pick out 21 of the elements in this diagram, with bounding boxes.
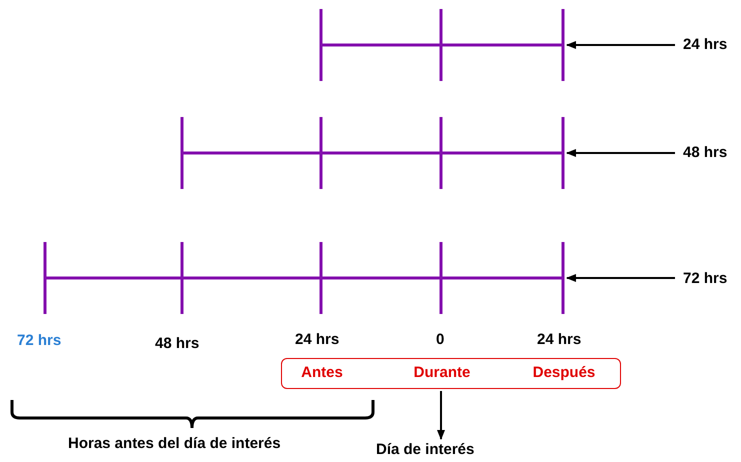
duration-label: 24 hrs [683, 36, 728, 53]
duration-label: 48 hrs [683, 144, 728, 161]
timeline-bar [180, 117, 565, 189]
arrow [437, 391, 445, 440]
timeline-bar [43, 242, 565, 314]
day-label: Día de interés [376, 441, 474, 458]
arrow [566, 274, 675, 282]
axis-label: 24 hrs [295, 331, 340, 348]
axis-label: 24 hrs [537, 331, 582, 348]
timeline-bar [319, 9, 565, 81]
period-label: Durante [414, 364, 470, 381]
period-label: Después [532, 364, 596, 381]
arrow [566, 41, 675, 49]
axis-label: 0 [436, 331, 444, 348]
period-box [281, 358, 621, 389]
axis-label: 72 hrs [17, 332, 62, 349]
axis-label: 48 hrs [155, 335, 200, 352]
period-label: Antes [301, 364, 343, 381]
arrow [566, 149, 675, 157]
duration-label: 72 hrs [683, 270, 728, 287]
bracket-label: Horas antes del día de interés [68, 435, 281, 452]
